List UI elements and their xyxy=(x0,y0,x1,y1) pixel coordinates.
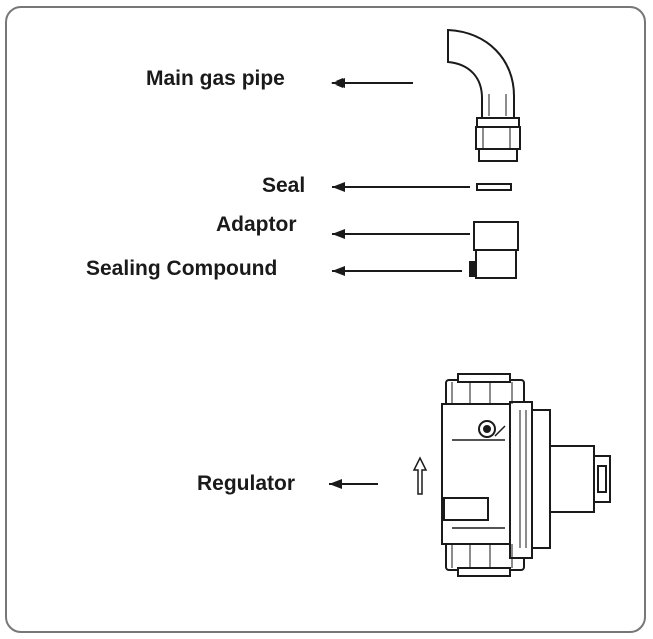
label-adaptor: Adaptor xyxy=(216,213,297,236)
label-regulator: Regulator xyxy=(197,472,296,495)
arrow-left-icon xyxy=(332,266,462,276)
adaptor-drawing xyxy=(469,221,519,279)
main-gas-pipe-drawing xyxy=(447,28,521,162)
arrow-left-icon xyxy=(332,182,470,192)
arrow-left-icon xyxy=(329,479,378,489)
label-main-gas-pipe: Main gas pipe xyxy=(146,67,285,90)
label-seal: Seal xyxy=(262,174,306,197)
seal-drawing xyxy=(476,183,512,191)
arrow-up-icon xyxy=(412,456,428,495)
arrow-left-icon xyxy=(332,229,470,239)
regulator-drawing xyxy=(441,373,611,577)
label-sealing-compound: Sealing Compound xyxy=(86,257,278,280)
arrow-left-icon xyxy=(332,78,413,88)
